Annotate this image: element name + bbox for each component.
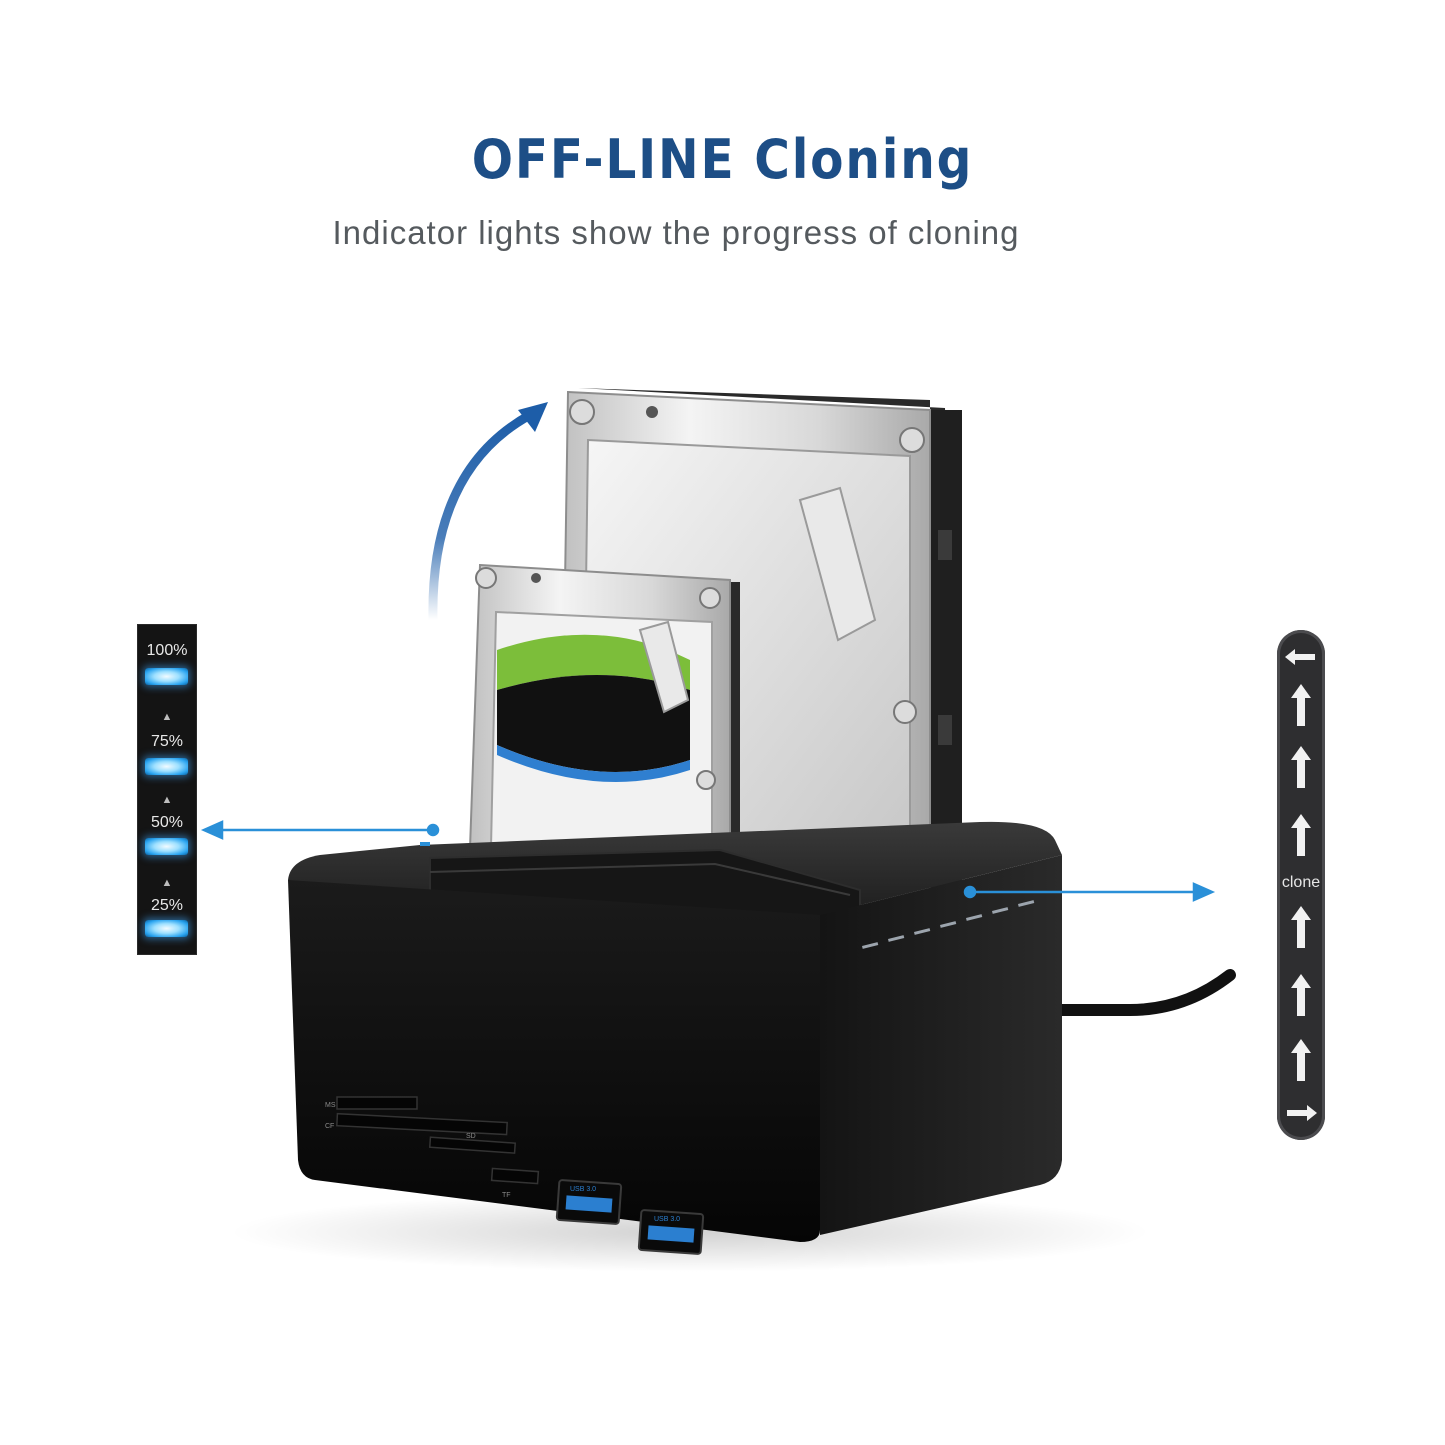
level-label-25: 25% (150, 897, 184, 914)
caret-up-icon: ▲ (161, 794, 173, 806)
level-label-100: 100% (146, 642, 188, 659)
arrow-up-icon (1291, 746, 1311, 788)
docking-station: ⧉ MS CF SD TF (288, 821, 1062, 1255)
caret-up-icon: ▲ (161, 877, 173, 889)
arrow-left-icon (1285, 649, 1315, 665)
caret-up-icon: ▲ (161, 711, 173, 723)
ms-slot-label: MS (325, 1102, 336, 1109)
arrow-up-icon (1291, 974, 1311, 1016)
arrow-up-icon (1291, 684, 1311, 726)
cf-slot-label: CF (325, 1123, 334, 1130)
page-title: OFF-LINE Cloning (471, 128, 974, 191)
page-subtitle: Indicator lights show the progress of cl… (332, 214, 1020, 251)
usb-port-2-label: USB 3.0 (654, 1216, 680, 1223)
arrow-right-icon (1287, 1105, 1317, 1121)
usb-port-2[interactable]: USB 3.0 (637, 1209, 705, 1255)
sd-slot-label: SD (466, 1133, 476, 1140)
callout-right (963, 882, 1216, 902)
led-25 (145, 920, 188, 937)
progress-indicator: 100% ▲ 75% ▲ 50% ▲ 25% (137, 624, 197, 955)
led-75 (145, 758, 188, 775)
tf-slot-label: TF (502, 1192, 511, 1199)
arrow-up-icon (1291, 814, 1311, 856)
led-100 (145, 668, 188, 685)
level-label-75: 75% (150, 733, 184, 750)
led-50 (145, 838, 188, 855)
usb-port-1[interactable]: USB 3.0 (555, 1179, 623, 1225)
usb-port-1-label: USB 3.0 (570, 1186, 596, 1193)
callout-left (200, 820, 440, 840)
arrow-up-icon (1291, 906, 1311, 948)
clone-direction-arrow-icon (428, 411, 533, 621)
arrow-up-icon (1291, 1039, 1311, 1081)
clone-label: clone (1281, 874, 1321, 891)
clone-indicator: clone (1277, 630, 1325, 1140)
level-label-50: 50% (150, 814, 184, 831)
